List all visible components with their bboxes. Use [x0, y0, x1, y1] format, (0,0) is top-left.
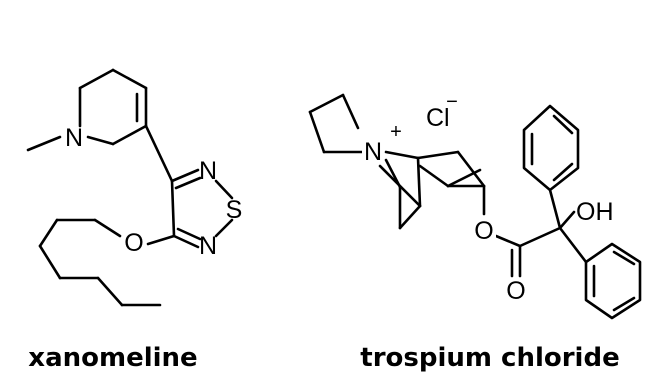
bond-ring-c5-c6: [111, 124, 148, 146]
xanomeline-structure: N N S N O: [26, 68, 243, 307]
bond-chain-c2-c3: [38, 218, 59, 248]
phenyl-right-double-2: [612, 296, 636, 312]
bond-ring-c6-n: [86, 135, 115, 146]
trospium-atom-oh: OH: [576, 198, 614, 226]
bond-o-carbonyl-c: [494, 234, 522, 248]
bond-c4-o: [146, 234, 176, 246]
bond-quat-ph2: [558, 226, 588, 264]
phenyl-right-outer: [584, 242, 642, 320]
bond-pyr-n-c1: [341, 93, 360, 130]
phenyl-right-double-3: [612, 250, 636, 266]
xanomeline-atom-n-upper: N: [199, 157, 217, 185]
trospium-atom-o-carbonyl: O: [506, 277, 525, 305]
xanomeline-tetrahydropyridine-ring: [26, 68, 148, 152]
label-mask-n-plus: [362, 138, 384, 164]
bond-c3-n2: [170, 168, 200, 183]
trospium-chloride-ion: Cl: [426, 104, 450, 132]
bond-c7-c1: [416, 156, 422, 208]
trospium-atom-o-ether: O: [474, 217, 493, 245]
bond-c6-c7: [398, 204, 422, 230]
bond-quat-ph1: [548, 188, 562, 230]
bond-quat-oh: [558, 210, 576, 230]
bond-carbonyl-c-quat: [518, 226, 562, 248]
bond-n5-c4-double: [176, 227, 202, 241]
bond-c3-n2-double: [174, 176, 202, 190]
trospium-tropane-skeleton: [378, 150, 486, 230]
phenyl-top-double-3: [552, 162, 574, 182]
trospium-minus-charge: −: [446, 91, 458, 113]
xanomeline-hexyloxy-chain: [38, 218, 176, 307]
trospium-structure: N + Cl − O O OH: [308, 91, 642, 320]
phenyl-top-outer: [522, 104, 580, 192]
bond-c1-c2: [416, 150, 460, 160]
bond-pyr-c1-c2: [308, 93, 345, 114]
bond-c2-c3: [456, 150, 486, 188]
bond-pyr-c2-c3: [308, 110, 326, 154]
trospium-chloride-caption: trospium chloride: [360, 343, 619, 373]
bond-ring-c2-c3: [78, 68, 115, 90]
bond-s1-n5: [214, 218, 234, 238]
trospium-plus-charge: +: [390, 121, 402, 143]
bond-n-methyl: [26, 135, 62, 152]
bond-n-c1-bridge: [384, 150, 420, 160]
xanomeline-atom-o: O: [124, 229, 143, 257]
trospium-benzilate-ester: [482, 184, 588, 278]
bond-c4-c8: [446, 168, 482, 188]
phenyl-top-double-2: [552, 114, 574, 135]
trospium-phenyl-ring-top: [522, 104, 580, 192]
xanomeline-thiadiazole-ring: [144, 124, 234, 249]
trospium-atom-n-plus: N: [364, 138, 382, 166]
bond-n-down: [378, 164, 422, 208]
xanomeline-atom-n-ring: N: [65, 124, 83, 152]
bond-o-c1: [93, 218, 122, 238]
xanomeline-atom-s: S: [226, 196, 243, 224]
bond-ring-c3-c4: [111, 68, 148, 90]
xanomeline-atom-n-lower: N: [199, 232, 217, 260]
trospium-pyrrolidine-ring: [308, 93, 364, 154]
bond-ring-link: [144, 124, 174, 183]
xanomeline-caption: xanomeline: [28, 343, 197, 373]
bond-chain-c5-c6: [96, 276, 124, 307]
label-mask-o-ether: [472, 216, 496, 242]
bond-n5-c4: [172, 234, 200, 249]
bond-c4-c3: [170, 179, 176, 238]
bond-c4-c5: [418, 164, 450, 188]
bond-n2-s1: [214, 179, 234, 200]
bond-chain-c3-c4: [38, 244, 62, 280]
trospium-phenyl-ring-right: [584, 242, 642, 320]
